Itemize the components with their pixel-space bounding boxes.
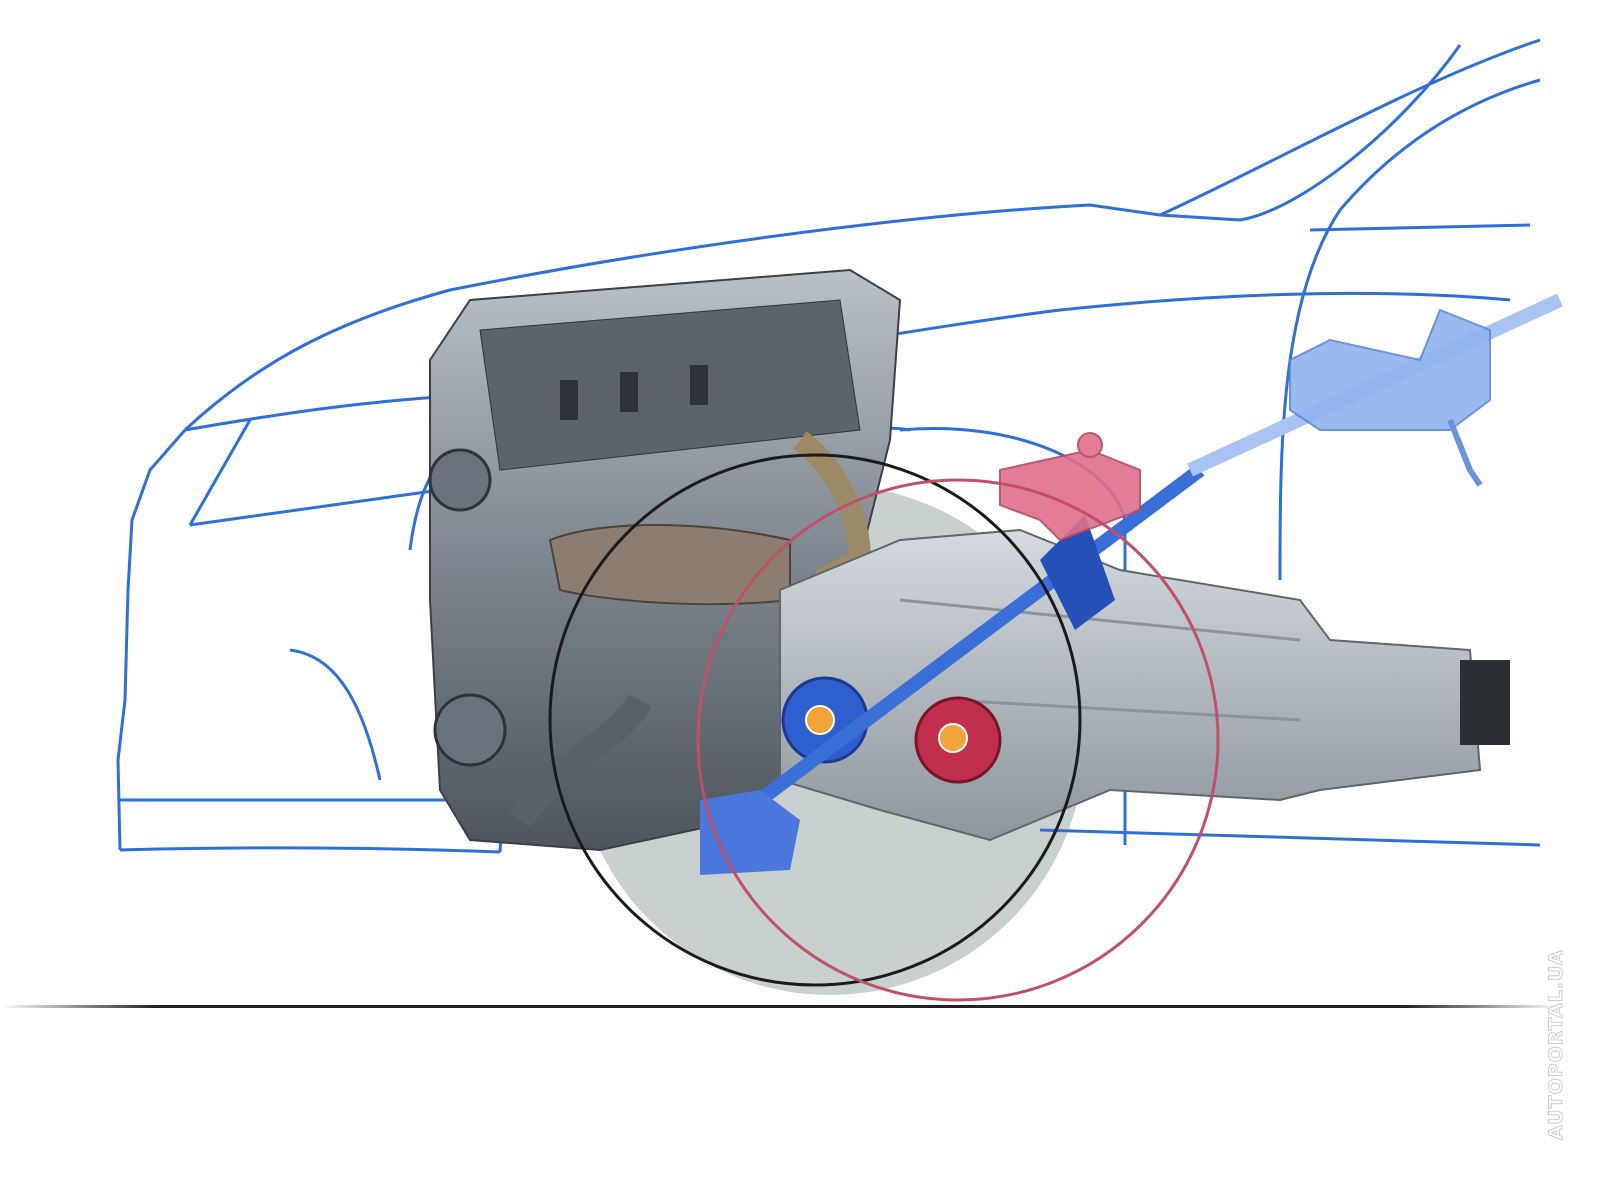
gearbox [779,528,1510,842]
exhaust-manifold [548,524,791,606]
right-drive-flange [914,696,1002,784]
coolant-hose [509,693,652,828]
front-axle-circle [548,453,1082,987]
watermark: AUTOPORTAL.UA [1545,949,1568,1141]
ground-line [0,1005,1560,1008]
steering-column [700,293,1563,875]
rear-axle-circle [696,478,1220,1002]
pedal-box [1289,308,1491,487]
power-steering-pump [999,432,1141,542]
v6-engine [428,268,902,852]
exhaust-pipe [793,431,872,590]
